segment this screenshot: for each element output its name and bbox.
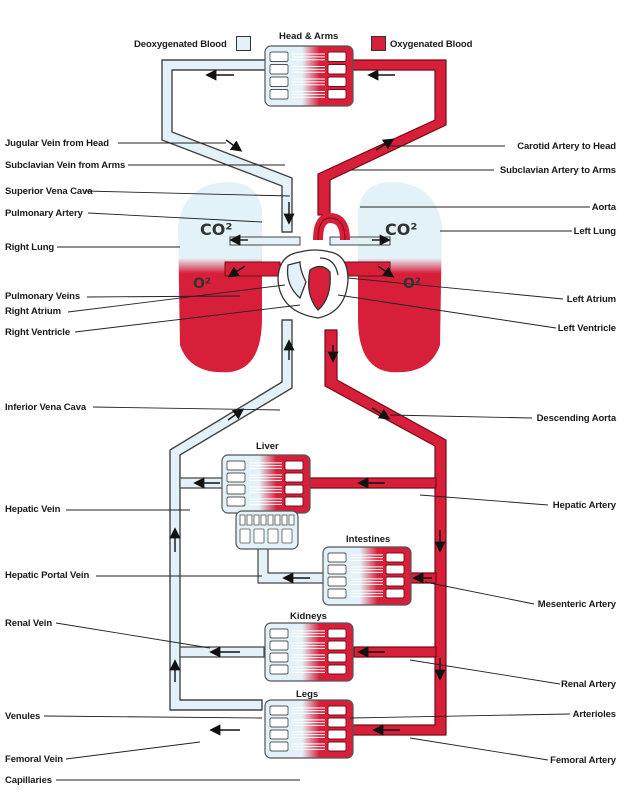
intestines-block (322, 546, 412, 606)
label-capillaries: Capillaries (5, 775, 52, 786)
label-carotid-artery: Carotid Artery to Head (517, 141, 616, 152)
legend-deoxygenated-label: Deoxygenated Blood (134, 39, 227, 50)
label-pulmonary-veins: Pulmonary Veins (5, 291, 81, 302)
label-subclavian-vein: Subclavian Vein from Arms (5, 160, 126, 171)
label-arterioles: Arterioles (572, 709, 616, 720)
label-right-atrium: Right Atrium (5, 306, 61, 317)
organ-title-legs: Legs (296, 689, 319, 700)
head-arms-block (264, 45, 354, 107)
label-venules: Venules (5, 711, 41, 722)
label-descending-aorta: Descending Aorta (536, 413, 616, 424)
label-inferior-vena-cava: Inferior Vena Cava (5, 402, 87, 413)
label-aorta: Aorta (591, 202, 616, 213)
label-left-lung: Left Lung (573, 226, 616, 237)
label-right-lung: Right Lung (5, 242, 55, 253)
inferior-vena-cava (169, 319, 293, 711)
legend-deoxygenated-swatch (236, 36, 251, 51)
label-hepatic-vein: Hepatic Vein (5, 504, 61, 515)
label-jugular-vein: Jugular Vein from Head (5, 138, 109, 149)
co2-left-label: CO² (200, 220, 233, 239)
organ-title-kidneys: Kidneys (290, 611, 327, 622)
jugular-vein (161, 59, 293, 233)
left-lung (358, 182, 442, 373)
o2-left-label: O² (193, 276, 212, 292)
right-lung (178, 182, 262, 373)
label-hepatic-portal-vein: Hepatic Portal Vein (5, 570, 90, 581)
label-mesenteric-artery: Mesenteric Artery (537, 599, 616, 610)
organ-title-head-arms: Head & Arms (279, 31, 339, 42)
label-left-atrium: Left Atrium (566, 294, 616, 305)
co2-right-label: CO² (385, 220, 418, 239)
heart (277, 249, 349, 319)
label-femoral-artery: Femoral Artery (550, 755, 616, 766)
organ-title-liver: Liver (256, 441, 279, 452)
label-superior-vena-cava: Superior Vena Cava (5, 186, 93, 197)
label-right-ventricle: Right Ventricle (5, 327, 71, 338)
label-femoral-vein: Femoral Vein (5, 754, 63, 765)
organ-title-intestines: Intestines (346, 534, 391, 545)
label-left-ventricle: Left Ventricle (557, 323, 616, 334)
kidneys-block (264, 622, 354, 682)
label-renal-artery: Renal Artery (561, 679, 616, 690)
label-hepatic-artery: Hepatic Artery (552, 500, 616, 511)
carotid-artery (317, 59, 447, 216)
legs-block (264, 699, 354, 759)
legend-oxygenated-swatch (371, 36, 386, 51)
label-pulmonary-artery: Pulmonary Artery (5, 208, 83, 219)
o2-right-label: O² (403, 276, 422, 292)
label-subclavian-artery: Subclavian Artery to Arms (499, 165, 616, 176)
legend-oxygenated-label: Oxygenated Blood (390, 39, 473, 50)
label-renal-vein: Renal Vein (5, 618, 53, 629)
liver-block (221, 454, 311, 550)
